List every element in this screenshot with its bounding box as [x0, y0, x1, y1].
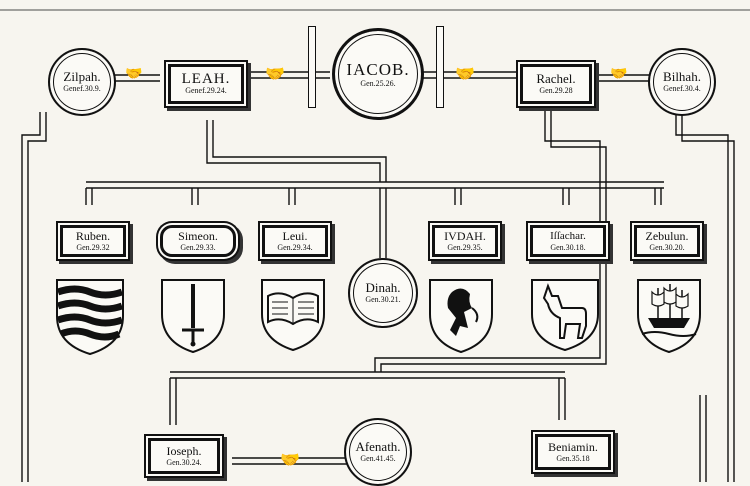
node-name: LEAH. [181, 71, 231, 87]
node-name: Zilpah. [63, 69, 101, 84]
node-issachar: Iſſachar. Gen.30.18. [530, 225, 606, 257]
node-name: IVDAH. [444, 229, 486, 243]
node-name: Beniamin. [548, 440, 598, 454]
node-rachel: Rachel. Gen.29.28 [520, 64, 592, 104]
pillar-left [308, 26, 316, 108]
node-name: Afenath. [355, 439, 401, 454]
pillar-right [436, 26, 444, 108]
node-ref: Gen.30.20. [649, 243, 685, 252]
node-ruben: Ruben. Gen.29.32 [60, 225, 126, 257]
node-judah: IVDAH. Gen.29.35. [432, 225, 498, 257]
shield-sword-icon [161, 279, 225, 354]
node-simeon: Simeon. Gen.29.33. [160, 225, 236, 257]
handshake-icon: 🤝 [265, 66, 285, 83]
shield-book-icon [261, 279, 325, 352]
node-dinah: Dinah. Gen.30.21. [348, 258, 418, 328]
handshake-icon: 🤝 [455, 66, 475, 83]
shield-donkey-icon [531, 279, 599, 352]
node-ref: Gen.35.18 [556, 454, 590, 463]
node-name: IACOB. [346, 59, 410, 79]
node-ref: Gen.30.18. [550, 243, 586, 252]
node-name: Dinah. [365, 280, 401, 295]
node-levi: Leui. Gen.29.34. [262, 225, 328, 257]
node-name: Rachel. [536, 71, 576, 86]
node-ref: Gen.41.45. [360, 454, 396, 463]
node-name: Leui. [282, 229, 308, 243]
node-leah: LEAH. Genef.29.24. [168, 64, 244, 104]
node-zebulun: Zebulun. Gen.30.20. [634, 225, 700, 257]
node-name: Bilhah. [663, 69, 701, 84]
node-ref: Genef.30.4. [663, 84, 701, 93]
node-ref: Gen.29.28 [539, 86, 573, 95]
node-name: Iſſachar. [550, 230, 586, 242]
node-ref: Gen.30.24. [166, 458, 202, 467]
node-name: Simeon. [178, 229, 218, 243]
handshake-icon: 🤝 [610, 67, 628, 82]
node-name: Ruben. [75, 229, 111, 243]
handshake-icon: 🤝 [280, 452, 300, 469]
handshake-icon: 🤝 [125, 67, 143, 82]
shield-ship-icon [637, 279, 701, 354]
node-asenath: Afenath. Gen.41.45. [344, 418, 412, 486]
node-ref: Gen.29.32 [76, 243, 110, 252]
node-ref: Genef.29.24. [185, 86, 227, 95]
node-bilhah: Bilhah. Genef.30.4. [648, 48, 716, 116]
node-ref: Gen.30.21. [365, 295, 401, 304]
node-benjamin: Beniamin. Gen.35.18 [535, 434, 611, 470]
node-name: Ioseph. [166, 444, 202, 458]
node-name: Zebulun. [645, 229, 689, 243]
node-ref: Gen.29.34. [277, 243, 313, 252]
node-ref: Gen.25.26. [360, 78, 396, 88]
node-zilpah: Zilpah. Genef.30.9. [48, 48, 116, 116]
shield-waves-icon [56, 279, 124, 356]
node-jacob: IACOB. Gen.25.26. [332, 28, 424, 120]
node-ref: Gen.29.35. [447, 243, 483, 252]
shield-lion-icon [429, 279, 493, 354]
node-ref: Gen.29.33. [180, 243, 216, 252]
node-ref: Genef.30.9. [63, 84, 101, 93]
node-joseph: Ioseph. Gen.30.24. [148, 438, 220, 474]
